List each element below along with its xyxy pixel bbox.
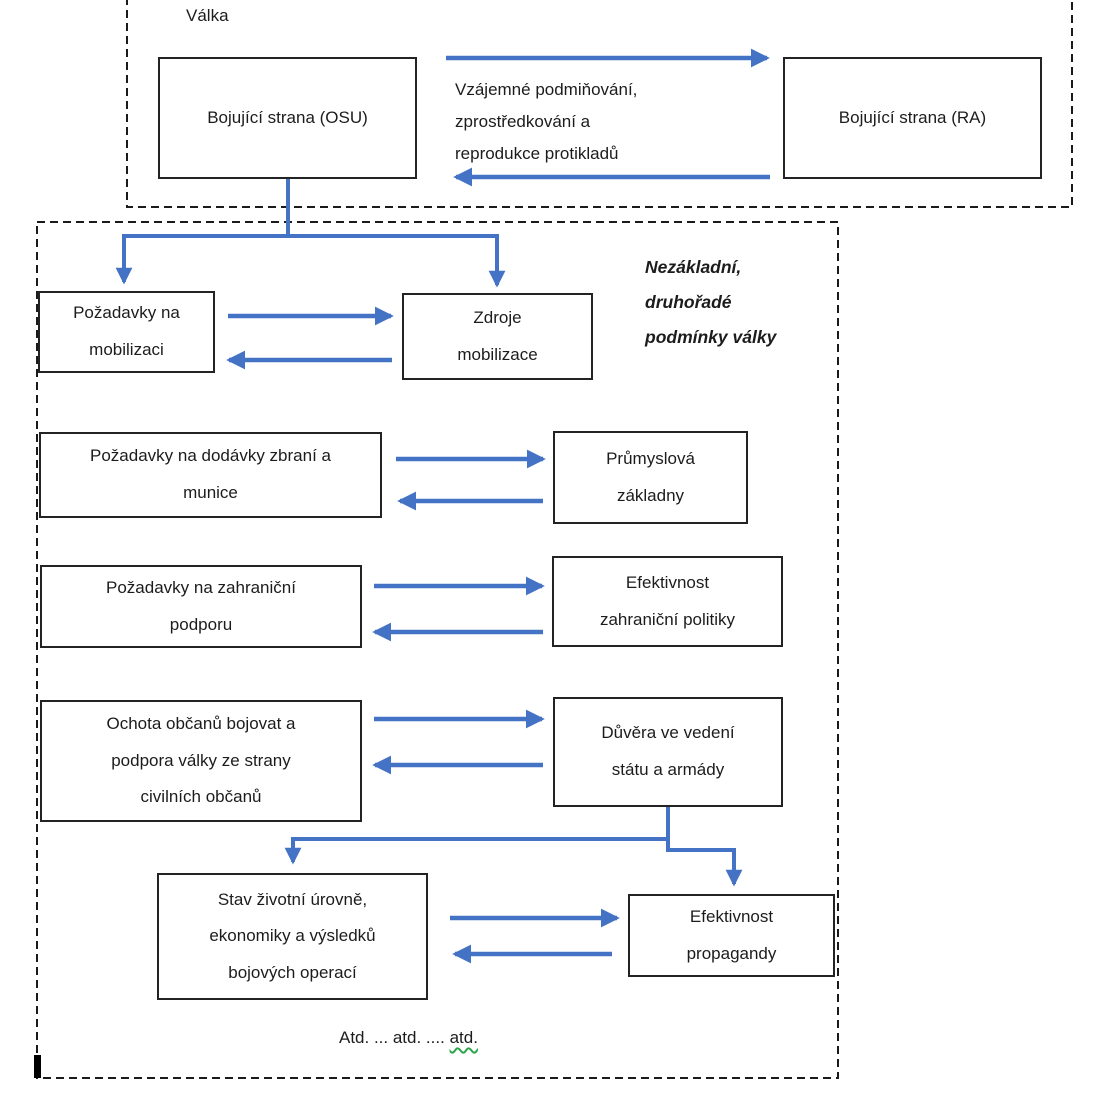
atd-etc-last-spellcheck: atd.	[449, 1028, 478, 1047]
atd-etc-prefix: Atd. ... atd. ....	[339, 1028, 450, 1047]
node-pozadavky-dodavky-zbrani: Požadavky na dodávky zbraní a munice	[39, 432, 382, 518]
node-duvera-ve-vedeni: Důvěra ve vedení státu a armády	[553, 697, 783, 807]
mutual-conditioning-label: Vzájemné podmiňování, zprostředkování a …	[455, 80, 638, 163]
node-pozadavky-na-mobilizaci: Požadavky na mobilizaci	[38, 291, 215, 373]
text-cursor-mark	[34, 1055, 41, 1078]
war-region-dashed-border	[126, 0, 1073, 208]
node-pozadavky-zahranicni-podpora: Požadavky na zahraniční podporu	[40, 565, 362, 648]
secondary-conditions-dashed-border	[36, 221, 839, 1079]
connector-duvera-to-stav	[284, 837, 668, 865]
node-bojujici-strana-ra: Bojující strana (RA)	[783, 57, 1042, 179]
secondary-conditions-note: Nezákladní, druhořadé podmínky války	[645, 257, 777, 347]
node-zdroje-mobilizace: Zdroje mobilizace	[402, 293, 593, 380]
node-efektivnost-zahranicni-politiky: Efektivnost zahraniční politiky	[552, 556, 783, 647]
war-region-label: Válka	[186, 6, 229, 25]
node-ochota-obcanu: Ochota občanů bojovat a podpora války ze…	[40, 700, 362, 822]
atd-etc-label: Atd. ... atd. .... atd.	[339, 1028, 478, 1048]
node-efektivnost-propagandy: Efektivnost propagandy	[628, 894, 835, 977]
node-stav-zivotni-urovne: Stav životní úrovně, ekonomiky a výsledk…	[157, 873, 428, 1000]
node-prumyslova-zakladna: Průmyslová základny	[553, 431, 748, 524]
node-bojujici-strana-osu: Bojující strana (OSU)	[158, 57, 417, 179]
connector-duvera-to-propaganda	[666, 807, 743, 887]
